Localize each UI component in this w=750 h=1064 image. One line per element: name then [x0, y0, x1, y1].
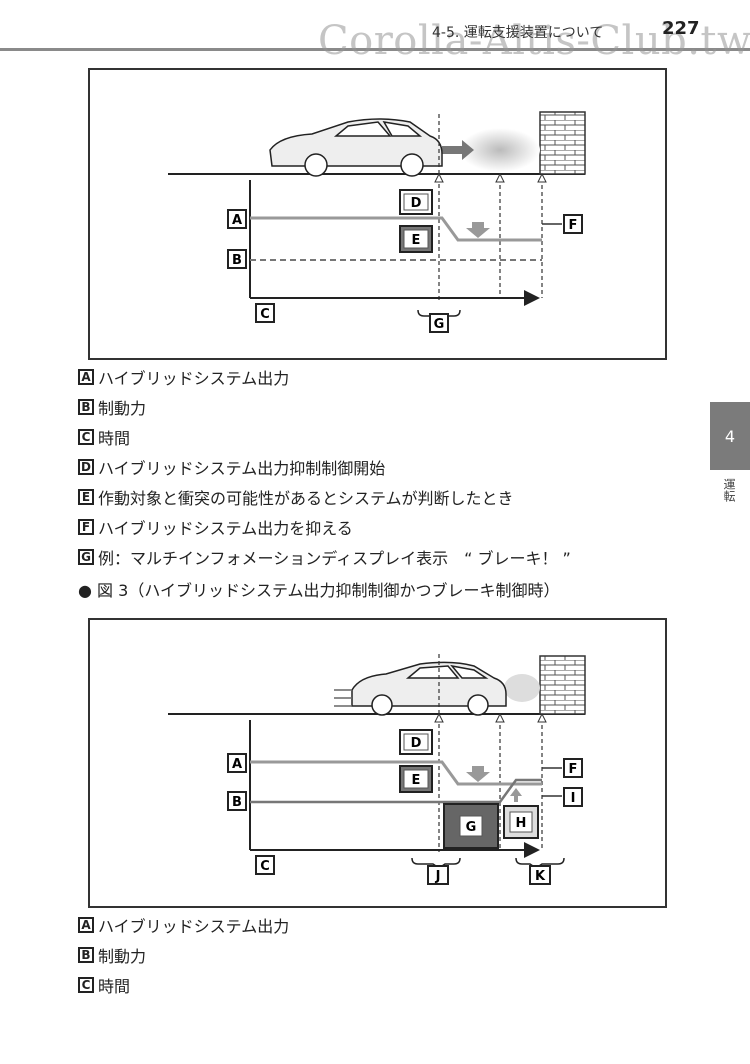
- chapter-tab: 4: [710, 402, 750, 470]
- output-curve: [250, 216, 542, 242]
- up-arrow-icon: [510, 788, 522, 802]
- svg-text:E: E: [412, 773, 421, 788]
- figure-output-suppression: A B C D E F G: [88, 68, 667, 360]
- svg-text:B: B: [232, 253, 242, 268]
- figure1-diagram: A B C D E F G: [168, 111, 586, 333]
- label-box-b: B: [227, 791, 247, 811]
- label-box-b: B: [227, 249, 247, 269]
- svg-text:C: C: [260, 859, 270, 874]
- label-box-i: I: [563, 787, 583, 807]
- label-box-f: F: [563, 758, 583, 778]
- svg-text:H: H: [516, 816, 527, 831]
- sensor-beam-icon: [460, 128, 540, 172]
- svg-text:A: A: [232, 757, 242, 772]
- legend-text: 時間: [98, 429, 131, 448]
- svg-text:A: A: [232, 213, 242, 228]
- svg-text:J: J: [435, 869, 441, 884]
- wall-icon: [539, 111, 586, 175]
- key-badge: C: [78, 429, 94, 445]
- svg-text:F: F: [569, 218, 578, 233]
- forward-arrow-icon: [442, 140, 474, 160]
- label-box-a: A: [227, 209, 247, 229]
- down-arrow-icon: [466, 766, 490, 782]
- svg-text:F: F: [569, 762, 578, 777]
- label-box-a: A: [227, 753, 247, 773]
- key-badge: B: [78, 399, 94, 415]
- figure2-diagram: A B C D E F G H I J K: [168, 654, 586, 885]
- legend-text: 例：マルチインフォメーションディスプレイ表示 “ ブレーキ！ ”: [98, 549, 571, 568]
- key-badge: A: [78, 369, 94, 385]
- legend-text: 時間: [98, 977, 131, 996]
- key-badge: G: [78, 549, 94, 565]
- down-arrow-icon: [466, 222, 490, 238]
- label-box-e: E: [399, 765, 433, 793]
- legend-text: 作動対象と衝突の可能性があるとシステムが判断したとき: [98, 489, 514, 508]
- legend-text: ハイブリッドシステム出力抑制制御開始: [98, 459, 386, 478]
- braking-curve: [250, 778, 542, 804]
- svg-text:C: C: [260, 307, 270, 322]
- legend-text: 制動力: [98, 399, 147, 418]
- chapter-label: 運転: [722, 478, 736, 502]
- section-title: 4-5. 運転支援装置について: [432, 25, 604, 41]
- key-badge: A: [78, 917, 94, 933]
- key-badge: E: [78, 489, 94, 505]
- label-box-c: C: [255, 855, 275, 875]
- figure-output-and-brake-control: A B C D E F G H I J K: [88, 618, 667, 908]
- svg-text:E: E: [412, 233, 421, 248]
- svg-text:G: G: [466, 820, 477, 835]
- label-box-g: G: [443, 803, 499, 849]
- label-box-d: D: [399, 729, 433, 755]
- wall-icon: [539, 655, 586, 715]
- label-box-g: G: [429, 313, 449, 333]
- svg-text:B: B: [232, 795, 242, 810]
- legend-text: ハイブリッドシステム出力を抑える: [98, 519, 353, 538]
- output-curve: [250, 760, 542, 786]
- page-number: 227: [662, 18, 700, 39]
- key-badge: F: [78, 519, 94, 535]
- label-box-f: F: [563, 214, 583, 234]
- label-box-k: K: [529, 865, 551, 885]
- svg-text:G: G: [434, 317, 445, 332]
- watermark: Corolla-Altis-Club.tw: [318, 18, 750, 64]
- legend-text: 制動力: [98, 947, 147, 966]
- legend-text: ハイブリッドシステム出力: [98, 917, 290, 936]
- header-rule: [0, 48, 750, 51]
- svg-text:I: I: [571, 791, 576, 806]
- label-box-c: C: [255, 303, 275, 323]
- svg-text:K: K: [535, 869, 546, 884]
- svg-text:D: D: [411, 196, 422, 211]
- key-badge: C: [78, 977, 94, 993]
- car-icon: [334, 661, 507, 716]
- figure3-caption: ● 図 3（ハイブリッドシステム出力抑制制御かつブレーキ制御時）: [78, 581, 560, 600]
- key-badge: B: [78, 947, 94, 963]
- car-icon: [269, 118, 443, 177]
- label-box-h: H: [503, 805, 539, 839]
- key-badge: D: [78, 459, 94, 475]
- legend-text: ハイブリッドシステム出力: [98, 369, 290, 388]
- label-box-e: E: [399, 225, 433, 253]
- svg-text:D: D: [411, 736, 422, 751]
- label-box-j: J: [427, 865, 449, 885]
- label-box-d: D: [399, 189, 433, 215]
